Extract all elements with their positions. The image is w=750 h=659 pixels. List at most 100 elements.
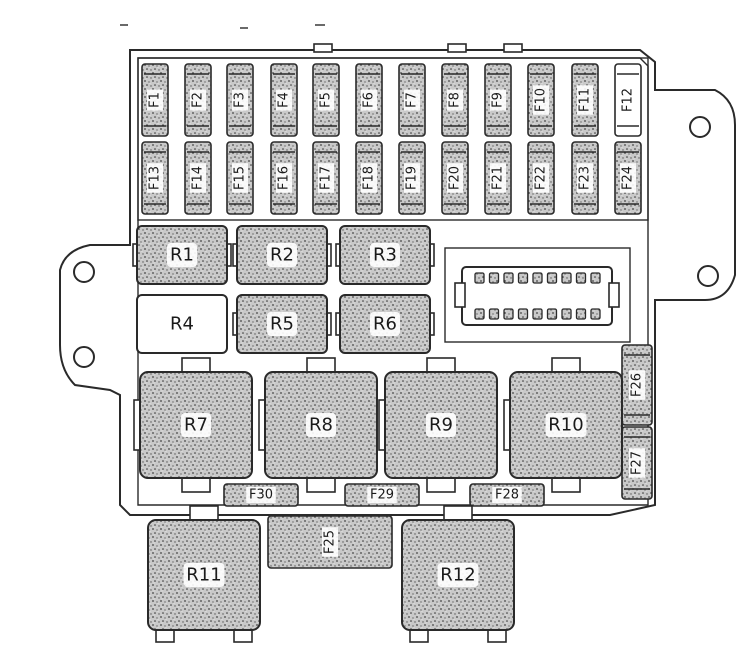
fuse-f1-label: F1 [148, 92, 163, 108]
fuse-f19: F19 [398, 141, 426, 215]
connector-pin [590, 272, 601, 284]
relay-r9-label: R9 [429, 415, 453, 436]
fuse-f12: F12 [614, 63, 642, 137]
connector-pin [561, 272, 572, 284]
fuse-f7-label: F7 [405, 92, 420, 108]
relay-r4: R4 [136, 294, 228, 354]
relay-r5: R5 [232, 294, 332, 354]
mounting-hole-left-upper [73, 261, 95, 283]
connector-pin [488, 308, 500, 320]
relay-r3-label: R3 [373, 245, 397, 266]
connector-pin [517, 308, 529, 320]
fuse-f21-label: F21 [491, 166, 506, 190]
fuse-f30: F30 [223, 483, 299, 507]
relay-r2-label: R2 [270, 245, 294, 266]
relay-r1-label: R1 [170, 245, 194, 266]
fuse-f2: F2 [184, 63, 212, 137]
fuse-f25-label: F25 [323, 530, 338, 554]
fuse-f28-label: F28 [495, 488, 519, 503]
connector-pin [503, 272, 514, 284]
fuse-f10-label: F10 [534, 88, 549, 112]
connector-pin [474, 272, 485, 284]
relay-r7-label: R7 [184, 415, 208, 436]
fuse-f29: F29 [344, 483, 420, 507]
fuse-f24: F24 [614, 141, 642, 215]
fuse-f1: F1 [141, 63, 169, 137]
fuse-f14: F14 [184, 141, 212, 215]
fuse-f15-label: F15 [233, 166, 248, 190]
relay-r6: R6 [335, 294, 435, 354]
mounting-hole-right-lower [697, 265, 719, 287]
fuse-f8: F8 [441, 63, 469, 137]
relay-r4-label: R4 [170, 314, 194, 335]
relay-r10-label: R10 [548, 415, 583, 436]
relay-r3: R3 [335, 225, 435, 285]
fuse-f13: F13 [141, 141, 169, 215]
fuse-f15: F15 [226, 141, 254, 215]
fuse-f3: F3 [226, 63, 254, 137]
fuse-f23-label: F23 [578, 166, 593, 190]
relay-r9: R9 [378, 357, 498, 493]
fuse-f11-label: F11 [578, 88, 593, 112]
connector-pin [474, 308, 485, 320]
connector-pin [503, 308, 514, 320]
fuse-f7: F7 [398, 63, 426, 137]
fuse-f12-label: F12 [621, 88, 636, 112]
connector-pin [517, 272, 529, 284]
fuse-block-frame [137, 57, 649, 221]
fuse-f19-label: F19 [405, 166, 420, 190]
connector-pin [561, 308, 572, 320]
fuse-f18: F18 [355, 141, 383, 215]
fuse-f6-label: F6 [362, 92, 377, 108]
fuse-f5-label: F5 [319, 92, 334, 108]
relay-r10: R10 [503, 357, 623, 493]
connector-pin [546, 308, 558, 320]
fuse-f16-label: F16 [277, 166, 292, 190]
fuse-f28: F28 [469, 483, 545, 507]
fuse-f24-label: F24 [621, 166, 636, 190]
relay-r6-label: R6 [373, 314, 397, 335]
fuse-f9-label: F9 [491, 92, 506, 108]
fuse-f25: F25 [267, 515, 393, 569]
relay-r11-label: R11 [186, 565, 221, 586]
fuse-f11: F11 [571, 63, 599, 137]
fuse-f6: F6 [355, 63, 383, 137]
fuse-f26: F26 [621, 344, 653, 426]
fuse-f4-label: F4 [277, 92, 292, 108]
fuse-f22: F22 [527, 141, 555, 215]
connector-pin [575, 272, 587, 284]
relay-r4-body [136, 294, 228, 354]
fuse-f16: F16 [270, 141, 298, 215]
relay-r11: R11 [147, 505, 261, 643]
relay-r1: R1 [132, 225, 232, 285]
relay-r8-label: R8 [309, 415, 333, 436]
fuse-f3-label: F3 [233, 92, 248, 108]
fuse-f17-label: F17 [319, 166, 334, 190]
relay-r5-label: R5 [270, 314, 294, 335]
fuse-f20-label: F20 [448, 166, 463, 190]
fuse-f5: F5 [312, 63, 340, 137]
connector-pin [546, 272, 558, 284]
mounting-hole-left-lower [73, 346, 95, 368]
fuse-f10: F10 [527, 63, 555, 137]
fuse-f9: F9 [484, 63, 512, 137]
fuse-f4: F4 [270, 63, 298, 137]
fuse-f8-label: F8 [448, 92, 463, 108]
relay-r8: R8 [258, 357, 378, 493]
relay-r12-label: R12 [440, 565, 475, 586]
relay-r2: R2 [232, 225, 332, 285]
fuse-f29-label: F29 [370, 488, 394, 503]
fuse-f13-label: F13 [148, 166, 163, 190]
fuse-f27: F27 [621, 426, 653, 500]
fuse-f22-label: F22 [534, 166, 549, 190]
connector-pin [532, 272, 543, 284]
diagnostic-connector [444, 247, 631, 343]
fuse-f2-label: F2 [191, 92, 206, 108]
connector-pin [575, 308, 587, 320]
connector-pin [532, 308, 543, 320]
fuse-f14-label: F14 [191, 166, 206, 190]
fuse-f17: F17 [312, 141, 340, 215]
connector-pin [590, 308, 601, 320]
fuse-f23: F23 [571, 141, 599, 215]
